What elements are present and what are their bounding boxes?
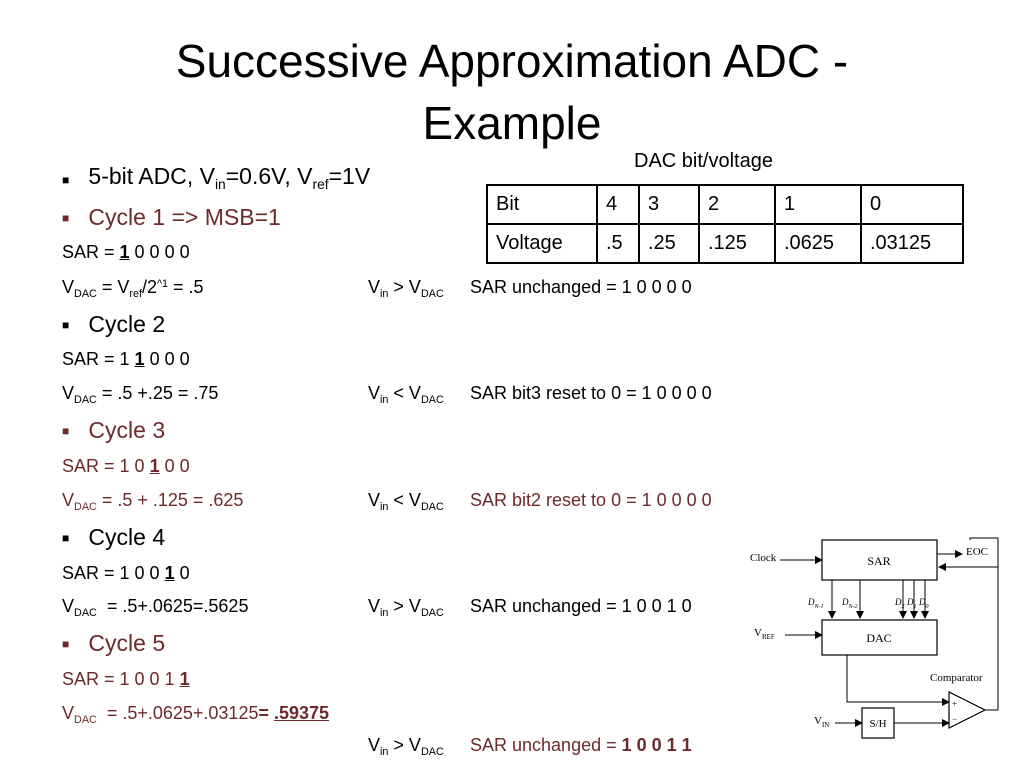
- cycle-2-result: SAR bit3 reset to 0 = 1 0 0 0 0: [470, 383, 712, 403]
- d2-label: D2: [894, 597, 905, 610]
- cycle-1-heading: ■ Cycle 1 => MSB=1: [62, 204, 281, 230]
- dac-table-row-bit: Bit 4 3 2 1 0: [486, 184, 964, 225]
- slide-title: Successive Approximation ADC - Example: [0, 30, 1024, 154]
- sar-block: [821, 539, 938, 581]
- table-cell: 4: [596, 184, 640, 225]
- table-cell: Voltage: [486, 223, 598, 264]
- comparator-label: Comparator: [930, 672, 983, 684]
- cycle-5-result: SAR unchanged = 1 0 0 1 1: [470, 735, 692, 755]
- cycle-3-result: SAR bit2 reset to 0 = 1 0 0 0 0: [470, 490, 712, 510]
- d0-label: D0: [918, 597, 929, 610]
- bullet-icon: ■: [62, 637, 70, 651]
- sar-label: SAR: [867, 554, 890, 568]
- comparator: [948, 691, 987, 729]
- cycle-4-vdac: VDAC = .5+.0625=.5625: [62, 596, 249, 619]
- cycle-2-compare: Vin < VDAC: [368, 383, 444, 406]
- table-cell: 0: [860, 184, 964, 225]
- cycle-1-result: SAR unchanged = 1 0 0 0 0: [470, 277, 692, 297]
- cycle-3-sar: SAR = 1 0 1 0 0: [62, 456, 190, 476]
- vref-label: VREF: [754, 627, 775, 641]
- table-cell: Bit: [486, 184, 598, 225]
- vin-label: VIN: [814, 715, 829, 729]
- eoc-label: EOC: [966, 546, 988, 558]
- feedback-line: [969, 537, 999, 711]
- table-cell: 3: [638, 184, 700, 225]
- cycle-3-compare: Vin < VDAC: [368, 490, 444, 513]
- d1-label: D1: [906, 597, 917, 610]
- dac-table-caption: DAC bit/voltage: [634, 150, 773, 172]
- final-result: .59375: [273, 703, 330, 723]
- table-cell: .0625: [774, 223, 862, 264]
- cycle-5-sar: SAR = 1 0 0 1 1: [62, 669, 190, 689]
- cycle-2-sar: SAR = 1 1 0 0 0: [62, 349, 190, 369]
- spec-line: ■ 5-bit ADC, Vin=0.6V, Vref=1V: [62, 163, 371, 192]
- table-cell: .25: [638, 223, 700, 264]
- dn2-label: DN-2: [841, 597, 858, 610]
- title-line-2: Example: [422, 97, 602, 149]
- bullet-icon: ■: [62, 531, 70, 545]
- clock-label: Clock: [750, 552, 777, 564]
- comparator-plus: +: [952, 699, 957, 709]
- dac-table-row-voltage: Voltage .5 .25 .125 .0625 .03125: [486, 223, 964, 264]
- cycle-1-sar: SAR = 1 0 0 0 0: [62, 242, 190, 262]
- bullet-icon: ■: [62, 318, 70, 332]
- table-cell: .125: [698, 223, 776, 264]
- bullet-icon: ■: [62, 211, 70, 225]
- cycle-1-compare: Vin > VDAC: [368, 277, 444, 300]
- cycle-3-heading: ■ Cycle 3: [62, 417, 166, 443]
- dac-out-line: [846, 655, 950, 706]
- cycle-2-heading: ■ Cycle 2: [62, 311, 166, 337]
- cycle-3-vdac: VDAC = .5 + .125 = .625: [62, 490, 244, 513]
- title-line-1: Successive Approximation ADC -: [175, 35, 849, 87]
- table-cell: 2: [698, 184, 776, 225]
- dac-block: [821, 619, 938, 656]
- dn1-label: DN-1: [807, 597, 824, 610]
- cycle-4-compare: Vin > VDAC: [368, 596, 444, 619]
- dac-table: Bit 4 3 2 1 0 Voltage .5 .25 .125 .0625 …: [486, 184, 964, 264]
- cycle-5-compare: Vin > VDAC: [368, 735, 444, 758]
- cycle-4-result: SAR unchanged = 1 0 0 1 0: [470, 596, 692, 616]
- comparator-minus: −: [952, 714, 957, 724]
- table-cell: 1: [774, 184, 862, 225]
- cycle-4-sar: SAR = 1 0 0 1 0: [62, 563, 190, 583]
- cycle-1-vdac: VDAC = Vref/2^1 = .5: [62, 277, 204, 300]
- sar-adc-diagram: SAR DAC Clock EOC DN-1 DN-2 D2 D1 D0 VRE…: [750, 537, 999, 739]
- sh-label: S/H: [869, 718, 886, 730]
- bullet-icon: ■: [62, 424, 70, 438]
- cycle-4-heading: ■ Cycle 4: [62, 524, 166, 550]
- cycle-5-heading: ■ Cycle 5: [62, 630, 166, 656]
- table-cell: .03125: [860, 223, 964, 264]
- cycle-2-vdac: VDAC = .5 +.25 = .75: [62, 383, 219, 406]
- cycle-5-vdac: VDAC = .5+.0625+.03125= .59375: [62, 703, 330, 726]
- table-cell: .5: [596, 223, 640, 264]
- dac-label: DAC: [866, 631, 891, 645]
